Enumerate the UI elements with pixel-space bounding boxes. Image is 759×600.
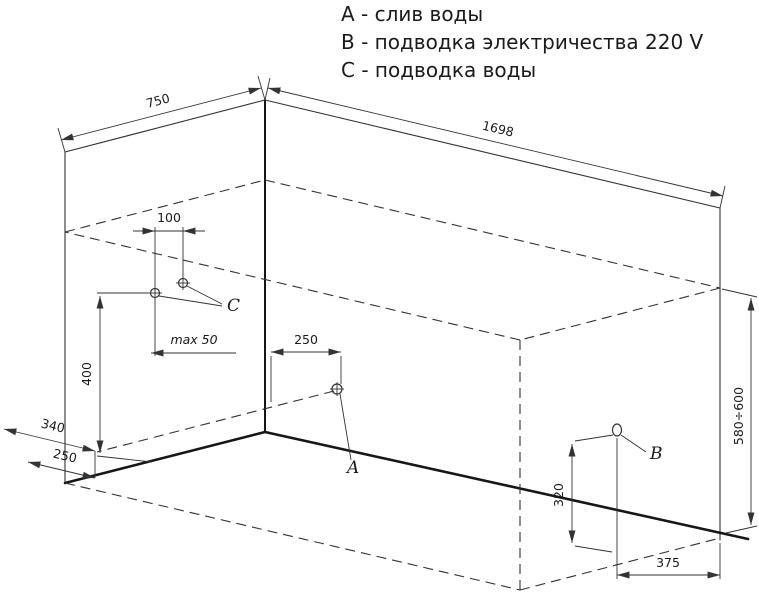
label-b: B — [649, 444, 663, 464]
drain-projection-line — [96, 390, 335, 453]
bathtub-outline — [64, 179, 721, 591]
ext-line — [574, 434, 614, 442]
dim-value-1698: 1698 — [481, 118, 515, 140]
dimension-580-600: 580÷600 — [721, 288, 758, 534]
dimension-340: 340 — [3, 416, 96, 478]
tub-rim-right — [519, 287, 721, 341]
dim-value-rim-height: 580÷600 — [731, 387, 746, 445]
dimension-100: 100 — [133, 210, 205, 287]
dim-value-340: 340 — [40, 416, 67, 436]
dim-value-250-floor: 250 — [52, 446, 79, 466]
tub-bottom-front-edge — [64, 482, 521, 591]
dimension-320: 320 — [551, 434, 614, 553]
ext-line — [721, 288, 758, 298]
ext-line — [257, 75, 266, 101]
ext-line — [725, 525, 758, 534]
water-supply-points: C — [148, 276, 240, 316]
dimension-375: 375 — [616, 438, 721, 579]
leader-line — [620, 434, 647, 453]
tub-rim-back — [264, 179, 721, 289]
right-wall-top-edge — [264, 99, 721, 209]
ext-line — [574, 545, 613, 553]
leader-line — [158, 295, 223, 307]
ext-line — [719, 185, 726, 209]
dim-value-400: 400 — [79, 362, 94, 386]
dimension-1698: 1698 — [264, 77, 726, 209]
left-wall-top-edge — [64, 99, 266, 153]
dim-value-100: 100 — [157, 210, 181, 225]
walls-and-floor — [63, 99, 750, 541]
tub-rim-left — [64, 179, 266, 233]
leader-line — [339, 393, 352, 461]
dim-line — [3, 428, 96, 452]
tub-bottom-right-edge — [519, 537, 721, 591]
dimension-400: 400 — [79, 292, 153, 463]
ext-line — [264, 77, 271, 101]
tub-rim-front — [64, 231, 521, 341]
drain-point: A — [330, 382, 359, 478]
legend: A - слив воды B - подводка электричества… — [341, 2, 704, 82]
floor-edge-left — [63, 430, 267, 485]
dimension-250-drain: 250 — [270, 332, 342, 402]
dim-value-max-50: max 50 — [170, 332, 217, 347]
dim-value-375: 375 — [656, 555, 680, 570]
ext-line — [96, 455, 153, 463]
dimension-max-50: max 50 — [151, 299, 236, 357]
dim-value-250-drain: 250 — [294, 332, 318, 347]
dim-value-750: 750 — [144, 90, 171, 111]
dim-line — [267, 87, 724, 197]
dim-line — [27, 461, 96, 479]
label-a: A — [345, 458, 359, 478]
dim-value-320: 320 — [551, 483, 566, 507]
legend-water: C - подводка воды — [341, 58, 536, 82]
leader-line — [186, 285, 223, 305]
floor-edge-right — [263, 430, 750, 541]
dimension-750: 750 — [57, 75, 266, 153]
dimension-250-floor: 250 — [27, 446, 96, 479]
dim-line — [60, 87, 262, 141]
electricity-point-icon — [611, 423, 623, 437]
electricity-point: B — [611, 423, 663, 464]
legend-electricity: B - подводка электричества 220 V — [341, 30, 704, 54]
legend-drain: A - слив воды — [341, 2, 483, 26]
label-c: C — [227, 296, 240, 316]
